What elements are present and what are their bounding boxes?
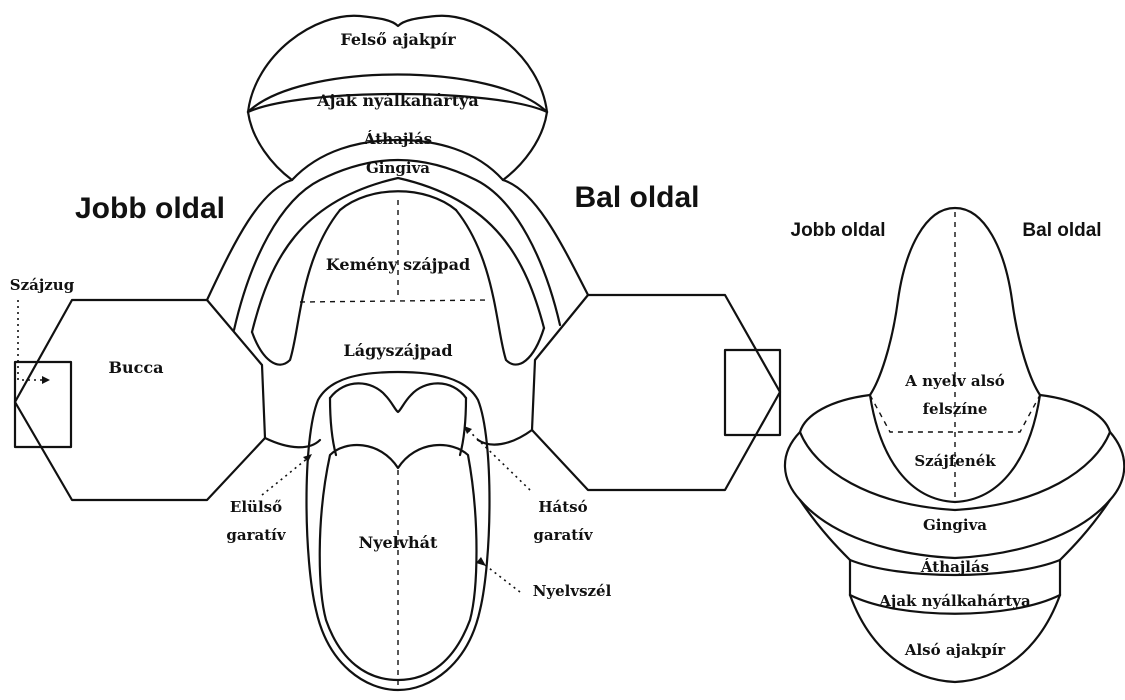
anterior-arch-pointer bbox=[262, 458, 308, 495]
lip-side-left bbox=[248, 112, 292, 180]
anterior-arch-label-1: Elülső bbox=[230, 498, 282, 516]
mouth-corner-label: Szájzug bbox=[10, 276, 75, 294]
tongue-back-label: Nyelvhát bbox=[359, 533, 438, 552]
palate-divider-line bbox=[300, 300, 490, 302]
tongue-underside-label-1: A nyelv alsó bbox=[904, 372, 1005, 390]
lower-lip-mucosa-label: Ajak nyálkahártya bbox=[878, 592, 1031, 610]
mouth-corner-left-box bbox=[725, 350, 780, 435]
lower-oral-view: Jobb oldal Bal oldal A nyelv alsó felszí… bbox=[785, 208, 1124, 682]
lip-mucosa-label: Ajak nyálkahártya bbox=[316, 91, 479, 110]
uvula bbox=[330, 383, 466, 412]
cheek-left-hexagon bbox=[532, 295, 780, 490]
mouth-corner-pointer bbox=[18, 300, 45, 380]
fold-label: Áthajlás bbox=[363, 130, 432, 148]
lower-gingiva-label: Gingiva bbox=[923, 516, 987, 534]
upper-lip-label: Felső ajakpír bbox=[340, 30, 456, 49]
posterior-arch-label-1: Hátsó bbox=[538, 498, 587, 516]
soft-palate-lower-edge bbox=[265, 438, 320, 447]
left-side-label-lower: Bal oldal bbox=[1022, 220, 1101, 241]
bucca-label: Bucca bbox=[108, 358, 163, 377]
tongue-underside-label-2: felszíne bbox=[923, 400, 988, 418]
cheek-right-hexagon bbox=[15, 300, 265, 500]
hard-palate-label: Kemény szájpad bbox=[326, 255, 470, 274]
tongue-edge-label: Nyelvszél bbox=[533, 582, 612, 600]
anterior-arch-label-2: garatív bbox=[226, 526, 286, 544]
right-side-label-lower: Jobb oldal bbox=[791, 220, 886, 241]
lower-fold-side-right bbox=[1060, 500, 1110, 560]
lower-fold-label: Áthajlás bbox=[920, 558, 989, 576]
lip-side-right bbox=[503, 112, 547, 180]
gingiva-arch bbox=[234, 160, 560, 330]
upper-oral-view: Jobb oldal Bal oldal Felső ajakpír Ajak … bbox=[10, 16, 780, 690]
anterior-arch-line bbox=[330, 398, 336, 455]
right-side-label: Jobb oldal bbox=[75, 192, 225, 225]
lower-lip-label: Alsó ajakpír bbox=[904, 641, 1006, 659]
tongue-edge-pointer bbox=[485, 565, 520, 592]
posterior-arch-label-2: garatív bbox=[533, 526, 593, 544]
mouth-floor-label: Szájfenék bbox=[914, 452, 996, 470]
mouth-corner-arrowhead bbox=[42, 376, 50, 384]
lower-fold-side-left bbox=[800, 500, 850, 560]
soft-palate-label: Lágyszájpad bbox=[343, 341, 452, 360]
posterior-arch-pointer bbox=[468, 430, 530, 490]
mouth-corner-right-box bbox=[15, 362, 71, 447]
gingiva-label: Gingiva bbox=[366, 159, 430, 177]
left-side-label: Bal oldal bbox=[574, 181, 699, 214]
